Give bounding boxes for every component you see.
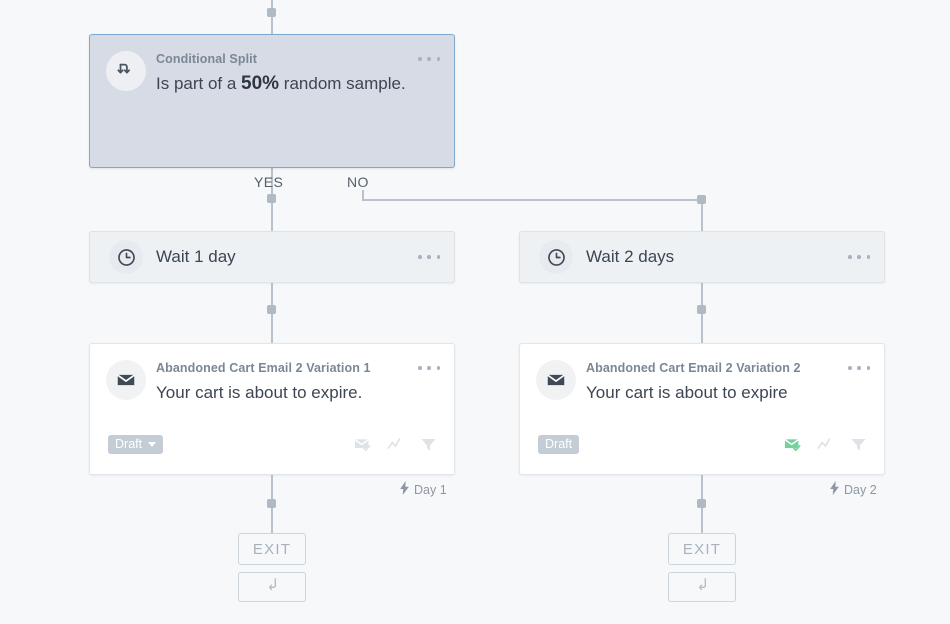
node-conditional-split[interactable]: Conditional Split Is part of a 50% rando… (89, 34, 455, 168)
connector-yes-to-wait-left (271, 192, 273, 231)
split-desc-suffix: random sample. (279, 74, 406, 93)
wait-right-title: Wait 2 days (586, 247, 675, 266)
envelope-icon (536, 360, 576, 400)
kebab-dot (436, 57, 440, 61)
email-right-header: Abandoned Cart Email 2 Variation 2 Your … (586, 360, 834, 405)
lightning-bolt-icon (829, 481, 840, 498)
trend-zigzag-icon[interactable] (386, 435, 405, 459)
connector-handle-email-left[interactable] (267, 499, 276, 508)
email-right-status-badge[interactable]: Draft (538, 435, 580, 454)
envelope-icon (106, 360, 146, 400)
lightning-bolt-icon (399, 481, 410, 498)
email-left-status-badge[interactable]: Draft (108, 435, 164, 454)
email-right-subject: Your cart is about to expire (586, 383, 788, 402)
merge-return-arrow-icon (694, 576, 711, 598)
kebab-dot (436, 255, 440, 259)
email-right-schedule: Day 2 (829, 481, 877, 498)
connector-handle-no[interactable] (697, 195, 706, 204)
split-branch-icon (106, 51, 146, 91)
clock-icon (539, 240, 573, 274)
branch-label-yes: YES (254, 174, 284, 190)
trend-zigzag-icon[interactable] (816, 435, 835, 459)
merge-button-right[interactable] (668, 572, 736, 602)
email-right-footer-icons (783, 435, 868, 459)
connector-split-bottom (271, 168, 273, 192)
kebab-dot (418, 57, 422, 61)
connector-no-to-wait-right (701, 199, 703, 231)
split-card-header: Conditional Split Is part of a 50% rando… (156, 51, 406, 96)
connector-no-horizontal (362, 199, 703, 201)
email-right-name: Abandoned Cart Email 2 Variation 2 (586, 361, 801, 375)
kebab-dot (857, 366, 861, 370)
clock-icon (109, 240, 143, 274)
connector-handle-top[interactable] (267, 8, 276, 17)
email-left-name: Abandoned Cart Email 2 Variation 1 (156, 361, 371, 375)
node-email-right[interactable]: Abandoned Cart Email 2 Variation 2 Your … (519, 343, 885, 475)
email-left-schedule: Day 1 (399, 481, 447, 498)
exit-button-right[interactable]: EXIT (668, 533, 736, 565)
split-node-description: Is part of a 50% random sample. (156, 72, 406, 96)
status-badge-label: Draft (545, 437, 573, 451)
status-badge-label: Draft (115, 437, 143, 451)
kebab-dot (427, 255, 431, 259)
wait-right-menu-button[interactable] (848, 249, 870, 265)
email-right-menu-button[interactable] (848, 360, 870, 376)
email-left-footer-icons (353, 435, 438, 459)
node-wait-left[interactable]: Wait 1 day (89, 231, 455, 283)
node-wait-right[interactable]: Wait 2 days (519, 231, 885, 283)
kebab-dot (848, 255, 852, 259)
envelope-check-icon[interactable] (783, 435, 802, 459)
merge-return-arrow-icon (264, 576, 281, 598)
filter-funnel-icon[interactable] (419, 435, 438, 459)
kebab-dot (418, 366, 422, 370)
connector-no-drop (362, 190, 364, 200)
split-desc-prefix: Is part of a (156, 74, 242, 93)
email-right-day-text: Day 2 (844, 482, 877, 497)
kebab-dot (436, 366, 440, 370)
split-percentage: 50% (241, 73, 280, 94)
kebab-dot (427, 57, 431, 61)
merge-button-left[interactable] (238, 572, 306, 602)
connector-handle-wait-left[interactable] (267, 305, 276, 314)
wait-left-title: Wait 1 day (156, 247, 236, 266)
kebab-dot (848, 366, 852, 370)
split-node-type: Conditional Split (156, 52, 257, 66)
email-left-subject: Your cart is about to expire. (156, 383, 363, 402)
email-left-header: Abandoned Cart Email 2 Variation 1 Your … (156, 360, 404, 405)
split-card-menu-button[interactable] (418, 51, 440, 67)
connector-into-split (271, 0, 273, 34)
email-left-day-text: Day 1 (414, 482, 447, 497)
branch-label-no: NO (347, 174, 369, 190)
kebab-dot (866, 255, 870, 259)
kebab-dot (418, 255, 422, 259)
envelope-check-icon[interactable] (353, 435, 372, 459)
node-email-left[interactable]: Abandoned Cart Email 2 Variation 1 Your … (89, 343, 455, 475)
kebab-dot (866, 366, 870, 370)
kebab-dot (427, 366, 431, 370)
connector-handle-yes[interactable] (267, 194, 276, 203)
wait-left-menu-button[interactable] (418, 249, 440, 265)
kebab-dot (857, 255, 861, 259)
filter-funnel-icon[interactable] (849, 435, 868, 459)
email-left-menu-button[interactable] (418, 360, 440, 376)
chevron-down-icon (148, 442, 157, 447)
connector-handle-email-right[interactable] (697, 499, 706, 508)
exit-button-left[interactable]: EXIT (238, 533, 306, 565)
connector-handle-wait-right[interactable] (697, 305, 706, 314)
